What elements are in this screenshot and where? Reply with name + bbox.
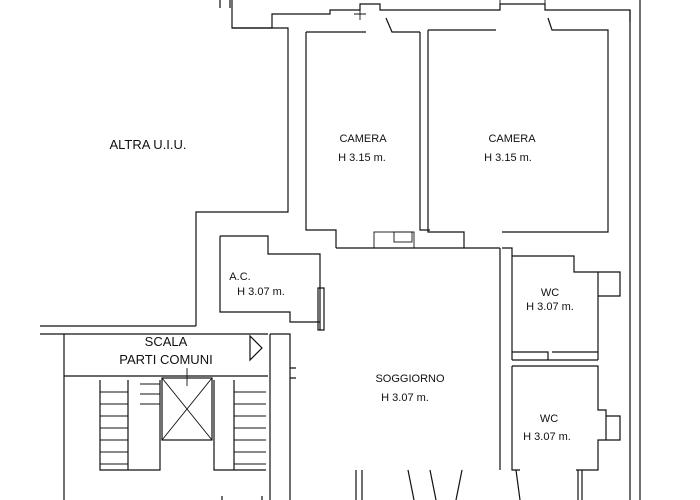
window-openings-top [354,0,546,20]
window-openings-bottom [221,469,583,500]
room-camera-1-walls [305,17,430,248]
door-block-bedrooms [373,231,415,249]
stair-treads [100,383,266,465]
room-soggiorno-walls [269,247,501,500]
room-camera-2-height: H 3.15 m. [484,152,532,164]
room-wc-1-height: H 3.07 m. [526,301,574,313]
lift-shaft [161,368,213,441]
exterior-walls [40,0,641,500]
room-wc-1-walls [502,247,621,361]
room-ac-walls [219,235,325,331]
room-camera-1-name: CAMERA [339,133,387,145]
room-soggiorno-name: SOGGIORNO [375,373,445,385]
neighbor-label: ALTRA U.I.U. [109,137,186,152]
room-wc-1-name: WC [541,287,559,299]
room-ac-height: H 3.07 m. [237,286,285,298]
room-camera-1-height: H 3.15 m. [338,152,386,164]
stair-walls [63,334,268,500]
room-wc-2-name: WC [540,413,558,425]
room-soggiorno-height: H 3.07 m. [381,392,429,404]
room-camera-2-walls [427,17,609,248]
stair-label-line1: SCALA [145,334,188,349]
room-wc-2-walls [511,365,621,471]
room-wc-2-height: H 3.07 m. [523,431,571,443]
room-ac-name: A.C. [229,271,250,283]
stair-label-line2: PARTI COMUNI [119,352,212,367]
room-camera-2-name: CAMERA [488,133,536,145]
labels: ALTRA U.I.U. CAMERA H 3.15 m. CAMERA H 3… [109,133,573,443]
